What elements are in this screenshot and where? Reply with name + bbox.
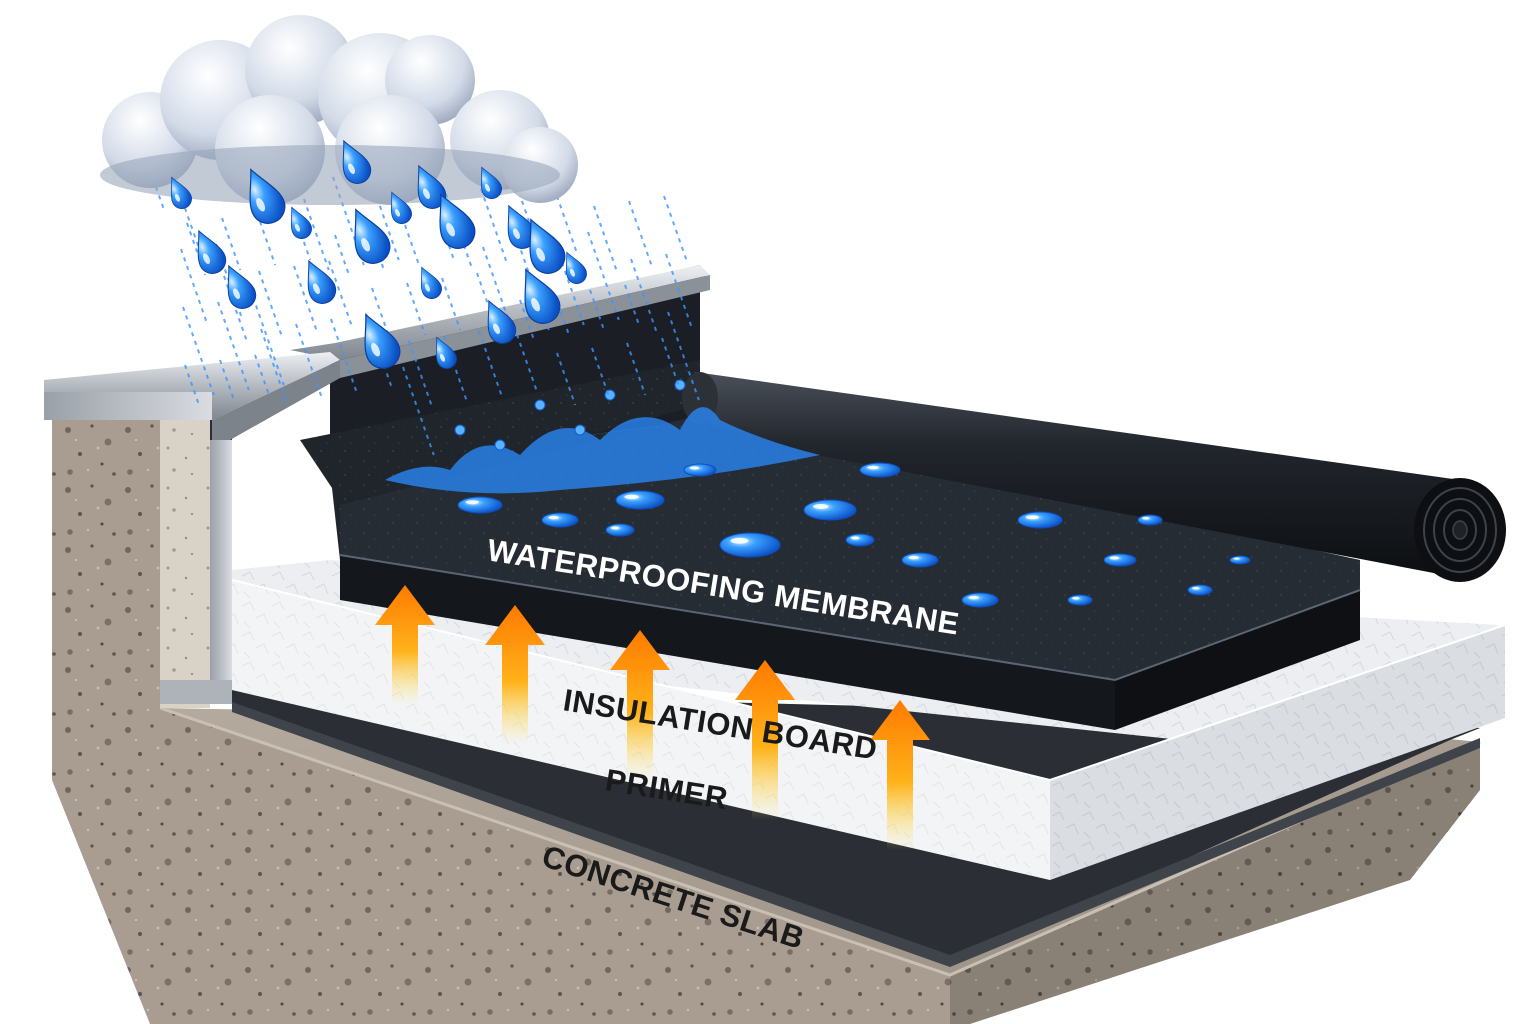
raindrops <box>170 139 587 369</box>
rain-streak <box>252 296 285 386</box>
rain-cloud-icon <box>100 15 578 205</box>
rain-streak <box>552 236 585 326</box>
rain-streak <box>593 205 618 271</box>
rain-streak <box>556 352 577 406</box>
rain-streak <box>663 195 688 261</box>
raindrop-icon <box>249 168 286 224</box>
raindrop-icon <box>170 176 192 209</box>
rain-streak <box>441 277 462 331</box>
water-bead <box>683 463 717 477</box>
rain-streak <box>402 366 435 456</box>
rain-streaks <box>149 169 700 456</box>
rain-streak <box>297 181 330 271</box>
rain-streak <box>332 176 365 266</box>
heat-arrow-up-icon <box>735 660 795 820</box>
raindrop-icon <box>487 299 517 344</box>
rain-streak <box>404 224 420 266</box>
rain-streak <box>624 284 640 326</box>
rain-streak <box>184 364 200 406</box>
heat-arrow-up-icon <box>610 630 670 780</box>
water-bead <box>1067 594 1093 606</box>
water-bead <box>845 533 875 547</box>
raindrop-icon <box>524 268 561 324</box>
water-bead <box>541 512 579 528</box>
rain-streak <box>626 342 647 396</box>
rain-streak <box>591 347 612 401</box>
splash-droplet <box>534 399 546 411</box>
raindrop-icon <box>507 204 537 249</box>
raindrop-icon <box>290 206 312 239</box>
water-bead <box>1229 555 1251 565</box>
raindrop-icon <box>529 218 566 274</box>
raindrop-icon <box>480 166 502 199</box>
rain-streak <box>334 234 350 276</box>
rain-streak <box>482 246 515 336</box>
raindrop-icon <box>342 139 372 184</box>
water-bead <box>1017 511 1063 529</box>
rain-streak <box>478 330 503 396</box>
raindrop-icon <box>439 193 476 249</box>
water-bead <box>1187 584 1213 596</box>
membrane-roll <box>682 372 1506 582</box>
water-bead <box>1137 514 1163 526</box>
rain-streak <box>254 354 270 396</box>
water-bead <box>1103 553 1137 567</box>
water-bead <box>457 496 503 514</box>
water-beads <box>457 462 1251 608</box>
rain-streak <box>328 260 353 326</box>
raindrop-icon <box>354 208 391 264</box>
rain-streak <box>519 299 535 341</box>
rain-streak <box>293 265 318 331</box>
rain-streak <box>587 231 620 321</box>
water-bead <box>719 532 781 558</box>
rain-streak <box>667 311 700 401</box>
heat-arrow-up-icon <box>870 700 930 850</box>
splash-droplet <box>494 439 506 451</box>
rain-streak <box>589 289 605 331</box>
heat-arrows <box>375 585 930 850</box>
raindrop-icon <box>390 191 412 224</box>
rain-streak <box>219 359 235 401</box>
rain-streak <box>628 200 653 266</box>
rain-streak <box>367 171 400 261</box>
rain-streak <box>480 188 509 266</box>
rain-streak <box>513 325 538 391</box>
water-bead <box>605 523 635 537</box>
rain-streak <box>182 306 215 396</box>
water-bead <box>803 499 857 521</box>
rain-streak <box>217 301 250 391</box>
rain-streak <box>554 294 570 336</box>
heat-arrow-up-icon <box>375 585 435 705</box>
rain-streak <box>223 275 248 341</box>
heat-arrow-up-icon <box>485 605 545 745</box>
water-bead <box>615 490 665 510</box>
raindrop-icon <box>565 251 587 284</box>
raindrop-icon <box>307 259 337 304</box>
raindrop-icon <box>227 264 257 309</box>
water-bead <box>961 592 999 608</box>
raindrop-icon <box>197 229 227 274</box>
splash-droplet <box>454 424 466 436</box>
rain-streak <box>258 270 283 336</box>
rain-streak <box>221 217 242 271</box>
water-bead <box>901 552 939 568</box>
rain-streak <box>406 282 427 336</box>
rain-streak <box>661 337 682 391</box>
splash-droplet <box>574 424 586 436</box>
raindrop-icon <box>435 336 457 369</box>
water-bead <box>859 462 901 478</box>
raindrop-icon <box>364 313 401 369</box>
rain-streak <box>408 340 433 406</box>
raindrop-icon <box>420 266 442 299</box>
raindrop-icon <box>417 164 447 209</box>
